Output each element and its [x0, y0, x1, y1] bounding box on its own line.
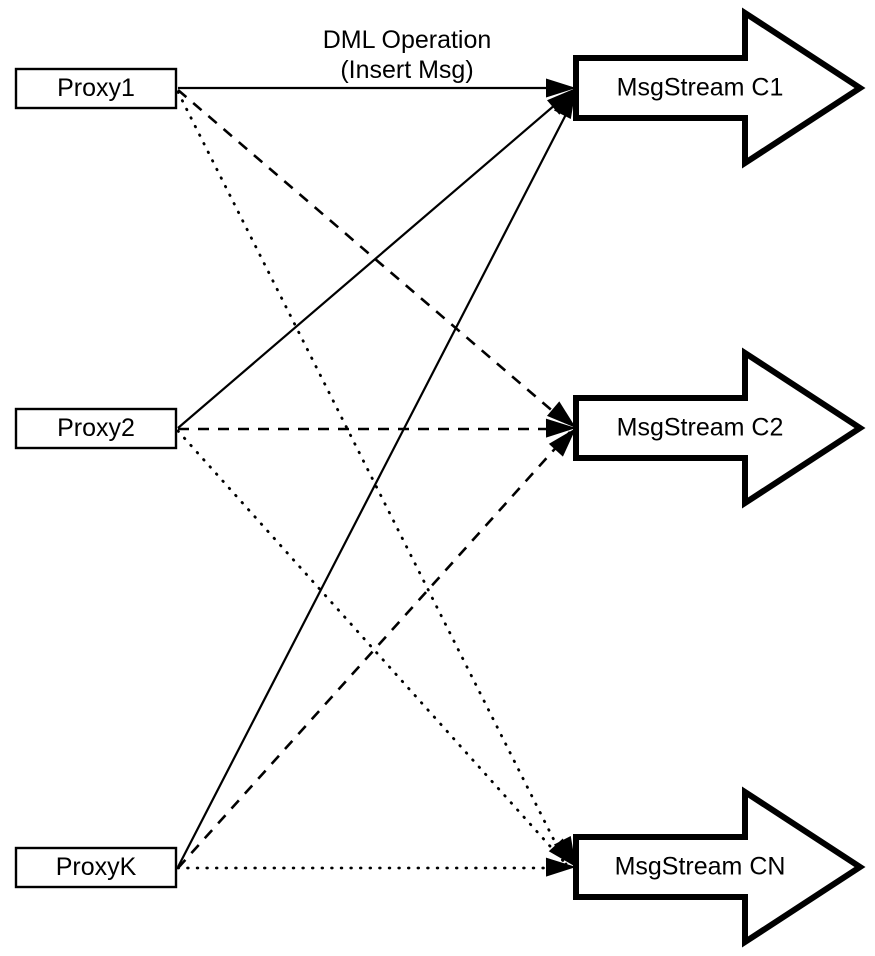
stream-node-c1[interactable]: MsgStream C1	[573, 7, 866, 169]
stream-label: MsgStream CN	[615, 853, 786, 881]
arrowhead-layer	[545, 78, 576, 877]
connection-proxy2-to-stream-cn[interactable]	[176, 429, 568, 866]
proxy-label: Proxy1	[57, 74, 135, 102]
arrowhead-icon	[545, 418, 576, 438]
stream-label: MsgStream C1	[617, 74, 784, 102]
proxy-node-proxy2[interactable]: Proxy2	[14, 407, 178, 450]
stream-node-c2[interactable]: MsgStream C2	[573, 347, 866, 509]
connection-proxyk-to-stream-c1[interactable]	[177, 94, 577, 868]
proxy-box-rect	[14, 407, 178, 450]
arrowhead-icon	[545, 857, 576, 877]
arrowhead-cluster-stream-cn	[545, 835, 576, 877]
proxy-label: ProxyK	[56, 853, 137, 881]
edge-annotation-line2: (Insert Msg)	[340, 56, 473, 84]
arrowhead-icon	[546, 78, 576, 98]
arrowhead-icon	[547, 88, 576, 115]
connection-proxy1-to-stream-cn[interactable]	[176, 90, 568, 866]
arrowhead-icon	[553, 88, 576, 120]
connection-proxy2-to-stream-c1[interactable]	[177, 91, 571, 429]
stream-label: MsgStream C2	[617, 414, 784, 442]
proxy-box-rect	[14, 846, 178, 889]
arrowhead-icon	[548, 428, 576, 457]
arrowhead-cluster-stream-c1	[546, 78, 576, 120]
block-arrow-icon	[573, 786, 866, 948]
edge-annotation-dml-operation: DML Operation (Insert Msg)	[323, 26, 492, 84]
proxy-node-proxy1[interactable]: Proxy1	[14, 67, 178, 110]
edge-annotation-line1: DML Operation	[323, 26, 492, 54]
connection-proxyk-to-stream-c2[interactable]	[177, 431, 571, 869]
arrowhead-cluster-stream-c2	[545, 401, 576, 457]
proxy-node-proxyk[interactable]: ProxyK	[14, 846, 178, 889]
arrowhead-icon	[546, 401, 576, 428]
arrowhead-icon	[548, 838, 576, 867]
connection-layer	[176, 86, 577, 870]
block-arrow-icon	[573, 7, 866, 169]
stream-node-cn[interactable]: MsgStream CN	[573, 786, 866, 948]
proxy-box-rect	[14, 67, 178, 110]
connection-proxy1-to-stream-c2[interactable]	[177, 89, 571, 427]
proxy-label: Proxy2	[57, 414, 135, 442]
block-arrow-icon	[573, 347, 866, 509]
